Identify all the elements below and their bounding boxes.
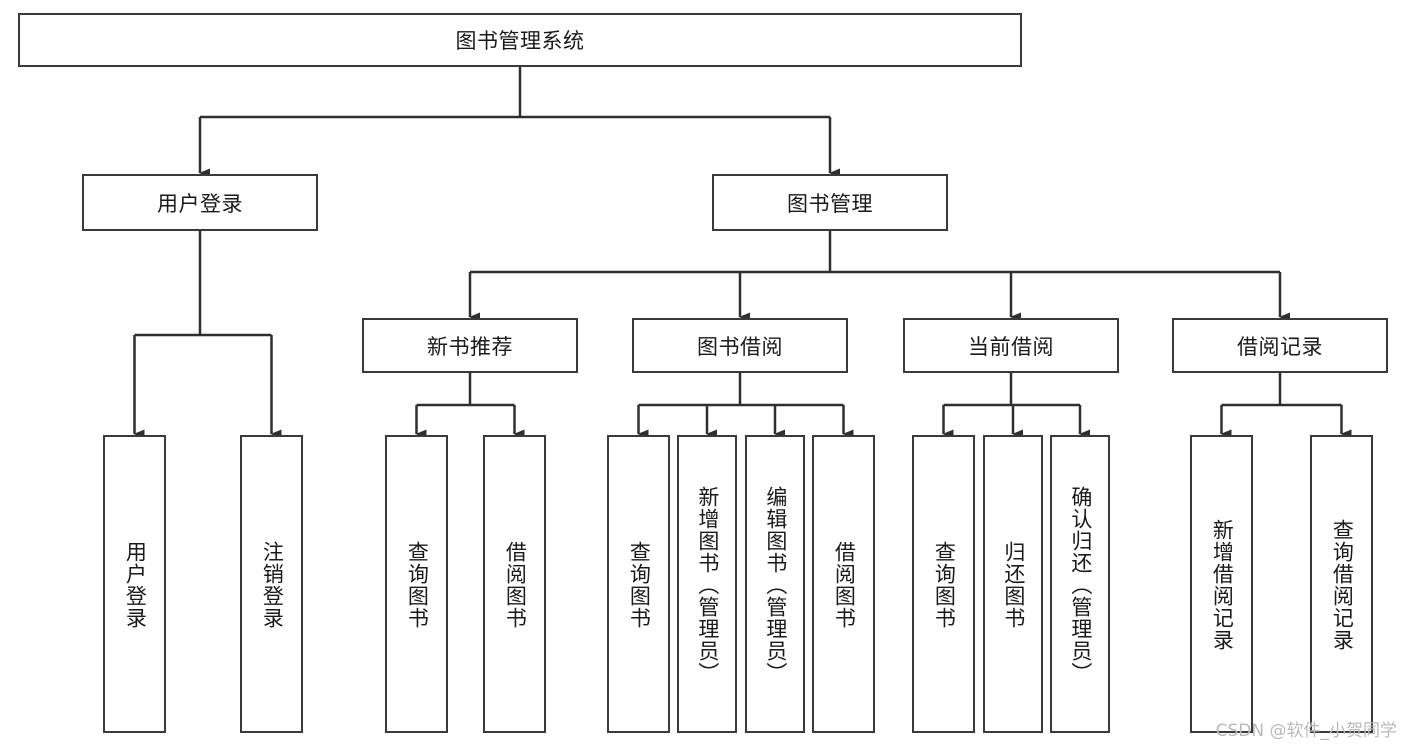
node-label: 确认归还（管理员） — [1068, 486, 1093, 684]
node-leaf-cur-1[interactable]: 查询图书 — [912, 435, 975, 733]
node-label: 借阅图书 — [503, 541, 528, 629]
watermark-label: CSDN @软件_小贺同学 — [1215, 721, 1397, 741]
node-label: 借阅记录 — [1237, 334, 1323, 359]
node-leaf-login-1[interactable]: 用户登录 — [103, 435, 166, 733]
node-current[interactable]: 当前借阅 — [903, 318, 1119, 373]
node-label: 归还图书 — [1001, 541, 1026, 629]
node-label: 注销登录 — [260, 541, 285, 629]
node-leaf-rec-1[interactable]: 新增借阅记录 — [1190, 435, 1253, 733]
node-label: 查询图书 — [932, 541, 957, 629]
node-label: 用户登录 — [123, 541, 148, 629]
node-leaf-rec-2[interactable]: 查询借阅记录 — [1310, 435, 1373, 733]
node-leaf-cur-2[interactable]: 归还图书 — [983, 435, 1043, 733]
node-label: 查询借阅记录 — [1330, 519, 1355, 651]
node-leaf-bor-2[interactable]: 新增图书（管理员） — [677, 435, 737, 733]
node-leaf-new-2[interactable]: 借阅图书 — [483, 435, 546, 733]
node-label: 图书管理系统 — [455, 29, 585, 53]
node-label: 编辑图书（管理员） — [763, 486, 788, 684]
node-leaf-bor-1[interactable]: 查询图书 — [607, 435, 670, 733]
node-label: 用户登录 — [157, 191, 243, 216]
node-label: 借阅图书 — [832, 541, 857, 629]
node-label: 新增图书（管理员） — [695, 486, 720, 684]
node-label: 新增借阅记录 — [1210, 519, 1235, 651]
node-label: 图书借阅 — [697, 334, 783, 359]
node-label: 当前借阅 — [968, 334, 1054, 359]
node-root[interactable]: 图书管理系统 — [18, 13, 1022, 67]
node-borrow[interactable]: 图书借阅 — [632, 318, 848, 373]
node-records[interactable]: 借阅记录 — [1172, 318, 1388, 373]
node-label: 查询图书 — [405, 541, 430, 629]
node-label: 新书推荐 — [427, 334, 513, 359]
node-login[interactable]: 用户登录 — [82, 174, 318, 231]
node-label: 查询图书 — [627, 541, 652, 629]
node-leaf-login-2[interactable]: 注销登录 — [240, 435, 303, 733]
node-label: 图书管理 — [787, 191, 873, 216]
node-newbook[interactable]: 新书推荐 — [362, 318, 578, 373]
node-leaf-bor-4[interactable]: 借阅图书 — [812, 435, 875, 733]
node-leaf-cur-3[interactable]: 确认归还（管理员） — [1050, 435, 1110, 733]
edges-group — [133, 67, 1352, 439]
node-bookmgmt[interactable]: 图书管理 — [712, 174, 948, 231]
node-leaf-bor-3[interactable]: 编辑图书（管理员） — [745, 435, 805, 733]
node-leaf-new-1[interactable]: 查询图书 — [385, 435, 448, 733]
